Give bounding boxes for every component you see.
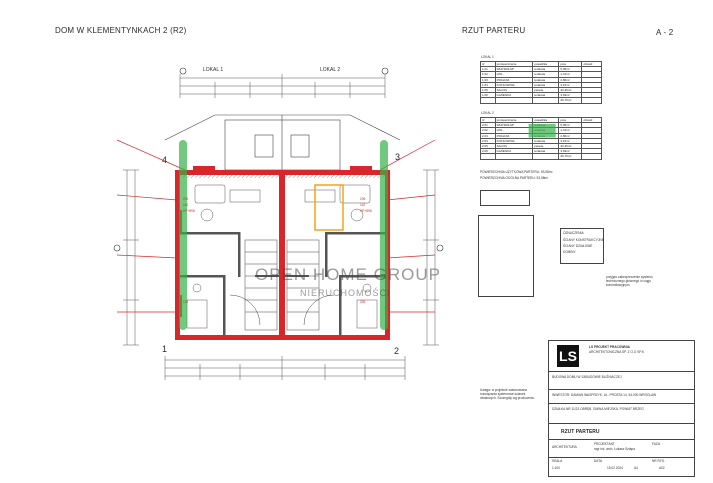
legend-item: KOMINY [563, 250, 576, 254]
firm-name-2: ARCHITEKTONICZNA SP. Z O.O SP.K [589, 350, 645, 354]
room-marker: 205 [360, 300, 366, 304]
area-note-2: POWIERZCHNIA OGÓLNA PARTERU: 93,58m² [480, 176, 549, 180]
dimension-lines-left [123, 169, 139, 346]
sheet-label: NR RYS. [652, 459, 665, 463]
firm-name-1: LS PROJEKT PRACOWNIA [589, 345, 630, 349]
room-marker: 205 [183, 197, 189, 201]
title-block: LS LS PROJEKT PRACOWNIA ARCHITEKTONICZNA… [548, 340, 695, 477]
firm-logo: LS [557, 345, 579, 367]
corner-label-1: 1 [162, 344, 168, 354]
spec-box [478, 215, 534, 297]
lokal2-table-title: LOKAL 2 [481, 111, 494, 115]
table-total-row: 46,79m² [480, 97, 602, 104]
sheet-number: A - 2 [656, 28, 674, 37]
sheet-value: A02 [659, 466, 665, 470]
corner-label-4: 4 [162, 155, 168, 165]
date-value: 15.02.2024 [607, 466, 623, 470]
bottom-note: Uwaga: w projekcie zastosowano rozwiązan… [480, 388, 535, 400]
watermark-line2: NIERUCHOMOŚCI [300, 288, 391, 298]
watermark-line1: OPEN HOME GROUP [255, 265, 441, 284]
project-title: DOM W KLEMENTYNKACH 2 (R2) [55, 26, 187, 35]
green-watermark-text: ▮ [521, 121, 559, 140]
window-callouts [116, 139, 436, 313]
scale-label: SKALA [552, 459, 563, 463]
legend-item: ŚCIANY KONSTRUKCYJNE [563, 238, 604, 242]
green-watermark-bars [179, 140, 388, 330]
date-label: DATA [594, 459, 603, 463]
legend-box-1 [480, 190, 530, 206]
legend-box-2 [560, 228, 604, 264]
floor-plan [113, 67, 444, 380]
furniture [186, 184, 378, 329]
plot-label: DZIAŁKA NR 11/23 OBRĘB, GMINA MIEJSKA, P… [552, 407, 644, 411]
drawing-label: RZUT PARTERU [561, 429, 600, 435]
branch-label: ARCHITEKTURA [552, 445, 577, 449]
designer-name: mgr inż. arch. Łukasz Szlapa [594, 447, 635, 451]
legend-title: OZNACZENIA: [563, 231, 585, 235]
scale-value: 1:100 [552, 466, 560, 470]
format-label: A4 [634, 466, 638, 470]
legend-item: ŚCIANY DZIAŁOWE [563, 244, 593, 248]
room-marker: 142 [183, 203, 189, 207]
room-marker: HP+898 [360, 209, 372, 213]
project-label: BUDOWA DOMU W ZABUDOWIE BLIŹNIACZEJ [552, 375, 622, 379]
lokal1-table-title: LOKAL 1 [481, 55, 494, 59]
unit-left-label: LOKAL 1 [203, 67, 224, 73]
right-note: przyjęto zabezpieczenie systemu technicz… [606, 275, 653, 287]
stage-label: FAZA [652, 442, 660, 446]
dimension-lines-bottom [164, 356, 406, 380]
stairs [229, 239, 335, 331]
corner-label-3: 3 [395, 152, 401, 162]
corner-label-2: 2 [394, 346, 400, 356]
room-marker: 205 [360, 197, 366, 201]
room-marker: 122 [183, 300, 189, 304]
area-note-1: POWIERZCHNIA UŻYTKOWA PARTERU: 93,58m² [480, 170, 553, 174]
table-total-row: 46,79m² [480, 153, 602, 160]
designer-label: PROJEKTANT [594, 442, 615, 446]
room-marker: 142 [360, 203, 366, 207]
highlight-frame [314, 184, 344, 231]
room-marker: HP+898 [183, 209, 195, 213]
address-label: INWESTOR: DAMIAN WASPRZYK, UL. PROSTA 14… [552, 393, 657, 397]
roof-outline [164, 114, 401, 171]
dimension-lines-right [423, 169, 439, 346]
dimension-lines-top [179, 74, 386, 98]
sheet-title: RZUT PARTERU [462, 26, 526, 35]
unit-right-label: LOKAL 2 [320, 67, 341, 73]
